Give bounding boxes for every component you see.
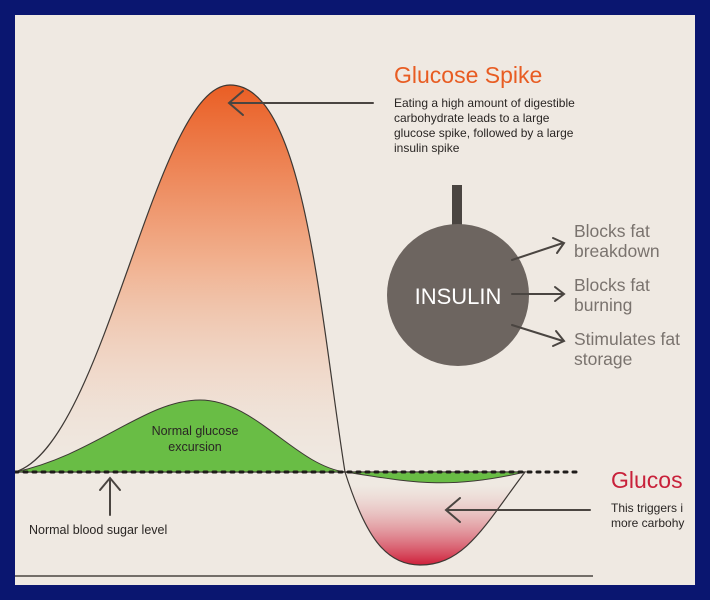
effect-1-line-1: Blocks fat: [574, 221, 650, 241]
insulin-circle: [387, 224, 529, 366]
spike-desc-line-4: insulin spike: [394, 141, 460, 155]
effect-3-line-1: Stimulates fat: [574, 329, 680, 349]
diagram-canvas: INSULIN Blocks fat breakdown Blocks fat …: [15, 15, 695, 585]
crash-pointer-arrow: [444, 497, 591, 523]
crash-title: Glucos: [611, 467, 683, 493]
effect-2-line-1: Blocks fat: [574, 275, 650, 295]
spike-desc-line-1: Eating a high amount of digestible: [394, 96, 575, 110]
glucose-crash-curve: [344, 471, 527, 566]
crash-desc-line-1: This triggers i: [611, 501, 683, 515]
spike-desc-line-3: glucose spike, followed by a large: [394, 126, 574, 140]
spike-pointer-arrow: [227, 90, 374, 116]
glucose-diagram: INSULIN Blocks fat breakdown Blocks fat …: [15, 62, 684, 577]
glucose-spike-curve: [15, 84, 346, 473]
effect-3-line-2: storage: [574, 349, 632, 369]
normal-excursion-area: [15, 399, 346, 473]
effect-arrows: [511, 237, 566, 347]
spike-desc-line-2: carbohydrate leads to a large: [394, 111, 550, 125]
baseline-label: Normal blood sugar level: [29, 523, 167, 537]
crash-desc-line-2: more carbohy: [611, 516, 684, 530]
normal-dip-area: [344, 471, 526, 484]
insulin-label: INSULIN: [415, 284, 502, 309]
baseline-pointer-arrow: [99, 476, 121, 516]
effect-2-line-2: burning: [574, 295, 632, 315]
excursion-label-line-2: excursion: [168, 440, 222, 454]
excursion-label-line-1: Normal glucose: [152, 424, 239, 438]
spike-title: Glucose Spike: [394, 62, 542, 88]
effect-1-line-2: breakdown: [574, 241, 660, 261]
